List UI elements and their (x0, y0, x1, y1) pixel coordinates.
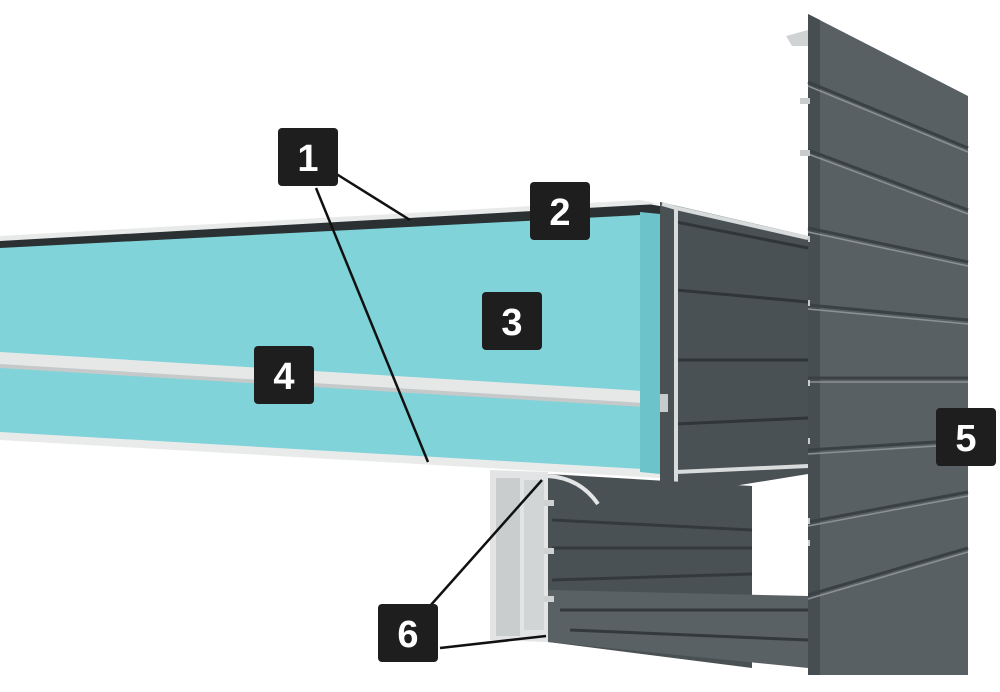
callout-1-label: 1 (297, 138, 318, 180)
leader-1b (314, 187, 430, 463)
callout-5: 5 (936, 408, 996, 466)
upper-profile-section (654, 202, 809, 498)
callout-4-label: 4 (273, 356, 294, 398)
callout-6: 6 (378, 604, 438, 662)
callout-4: 4 (254, 346, 314, 404)
callout-3: 3 (482, 292, 542, 350)
callout-5-label: 5 (955, 418, 976, 460)
gutter-profile (490, 470, 809, 668)
leader-lines (314, 168, 547, 650)
glazing-panel (0, 200, 660, 478)
leader-6a (429, 479, 543, 607)
leader-1a (329, 168, 411, 222)
callout-3-label: 3 (501, 302, 522, 344)
callout-2-label: 2 (549, 192, 570, 234)
leader-6b (439, 634, 547, 650)
callout-6-label: 6 (397, 614, 418, 656)
callout-1: 1 (278, 128, 338, 186)
callout-2: 2 (530, 182, 590, 240)
